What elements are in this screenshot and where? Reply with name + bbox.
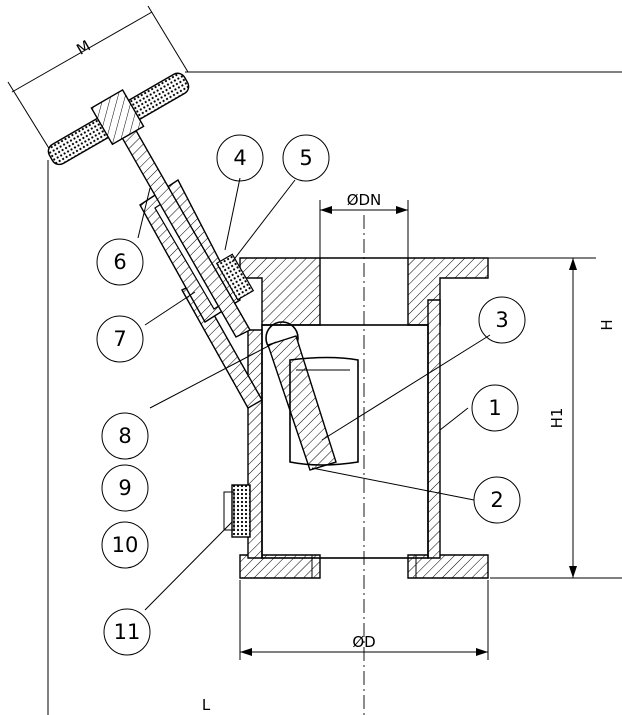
handwheel bbox=[47, 72, 190, 166]
svg-text:3: 3 bbox=[495, 308, 508, 332]
svg-text:7: 7 bbox=[113, 327, 126, 351]
dimension-label-d: ØD bbox=[352, 633, 375, 651]
bonnet-assembly bbox=[111, 112, 359, 471]
svg-text:5: 5 bbox=[299, 146, 312, 170]
callout-9: 9 bbox=[101, 464, 149, 512]
svg-text:9: 9 bbox=[118, 476, 131, 500]
svg-text:1: 1 bbox=[488, 396, 501, 420]
svg-text:11: 11 bbox=[114, 620, 141, 644]
svg-text:2: 2 bbox=[490, 488, 503, 512]
callout-2: 2 bbox=[473, 476, 521, 524]
svg-text:6: 6 bbox=[113, 250, 126, 274]
callout-7: 7 bbox=[96, 315, 144, 363]
callout-6: 6 bbox=[96, 238, 144, 286]
callout-8: 8 bbox=[101, 412, 149, 460]
callout-5: 5 bbox=[282, 134, 330, 182]
callout-4: 4 bbox=[216, 134, 264, 182]
callout-10: 10 bbox=[101, 521, 149, 569]
dimension-lines bbox=[7, 5, 622, 715]
dimension-label-h: H bbox=[598, 319, 616, 330]
leader-lines bbox=[137, 177, 491, 611]
svg-text:4: 4 bbox=[233, 146, 246, 170]
dimension-label-h1: H1 bbox=[548, 408, 566, 429]
callout-1: 1 bbox=[471, 384, 519, 432]
callout-3: 3 bbox=[478, 296, 526, 344]
svg-text:10: 10 bbox=[112, 533, 139, 557]
callout-11: 11 bbox=[103, 608, 151, 656]
valve-body bbox=[223, 257, 489, 579]
dimension-label-dn: ØDN bbox=[347, 191, 382, 209]
svg-text:8: 8 bbox=[118, 424, 131, 448]
dimension-label-l: L bbox=[202, 696, 211, 714]
